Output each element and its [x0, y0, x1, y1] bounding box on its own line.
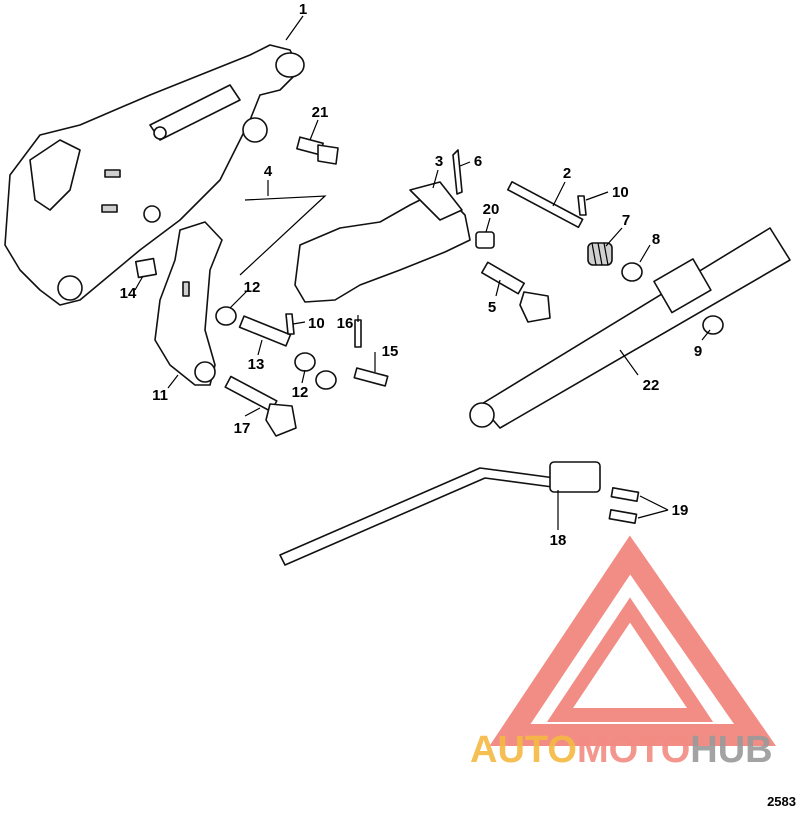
callout-4: 4 [264, 163, 273, 180]
callout-11: 11 [152, 387, 168, 404]
part-5-bolt [481, 261, 551, 323]
part-10-pin-lower [285, 313, 295, 335]
callout-5: 5 [488, 299, 496, 316]
callout-3: 3 [435, 153, 443, 170]
part-11-lever [154, 221, 223, 386]
watermark-text-auto: AUTO [470, 729, 577, 771]
part-2-shaft [507, 181, 584, 229]
figure-number: 2583 [767, 794, 796, 809]
part-17-bolt [224, 375, 297, 437]
part-12-washer-upper [215, 306, 237, 326]
part-18-shift-rod [279, 461, 601, 566]
callout-16: 16 [337, 315, 354, 332]
part-15-pin [353, 367, 389, 387]
callout-17: 17 [234, 420, 251, 437]
watermark-logo [489, 535, 777, 746]
callout-8: 8 [652, 231, 660, 248]
part-22-tube [469, 227, 791, 429]
part-19-screw-upper [610, 487, 640, 502]
part-3-shift-bracket [294, 181, 471, 303]
part-13-stud [238, 315, 292, 347]
callout-15: 15 [382, 343, 399, 360]
callout-12-lower: 12 [292, 384, 309, 401]
part-1-bracket [4, 44, 305, 306]
part-10-pin-upper [577, 195, 587, 216]
callout-20: 20 [483, 201, 500, 218]
part-9-washer [702, 315, 724, 335]
callout-9: 9 [694, 343, 702, 360]
callout-21: 21 [312, 104, 329, 121]
callout-2: 2 [563, 165, 571, 182]
watermark-triangle-outer [489, 535, 777, 746]
callout-labels: 1 2 3 4 5 6 7 8 9 10 10 11 12 12 13 14 1… [120, 1, 703, 549]
watermark-triangle-inner [546, 597, 714, 722]
part-8-washer [621, 262, 643, 282]
part-21-bolt [296, 136, 339, 165]
watermark-text-hub: HUB [690, 729, 772, 771]
callout-13: 13 [248, 356, 265, 373]
callout-22: 22 [643, 377, 660, 394]
part-4-wire [239, 195, 327, 276]
part-7-spring [587, 242, 613, 266]
watermark-text: AUTOMOTOHUB [470, 729, 773, 771]
callout-19: 19 [672, 502, 689, 519]
part-12-washer-extra [315, 370, 337, 390]
callout-14: 14 [120, 285, 137, 302]
part-14-clip [134, 257, 158, 279]
callout-18: 18 [550, 532, 567, 549]
callout-1: 1 [299, 1, 307, 18]
watermark-text-moto: MOTO [577, 729, 690, 771]
callout-12-upper: 12 [244, 279, 261, 296]
part-16-pin [354, 319, 362, 348]
callout-10-lower: 10 [308, 315, 325, 332]
part-19-screw-lower [608, 509, 638, 524]
callout-10-upper: 10 [612, 184, 629, 201]
callout-7: 7 [622, 212, 630, 229]
part-6-cotter-pin [452, 149, 463, 195]
callout-6: 6 [474, 153, 482, 170]
leader-lines [134, 15, 711, 530]
part-20-bushing [475, 231, 495, 249]
part-12-washer-lower [294, 352, 316, 372]
